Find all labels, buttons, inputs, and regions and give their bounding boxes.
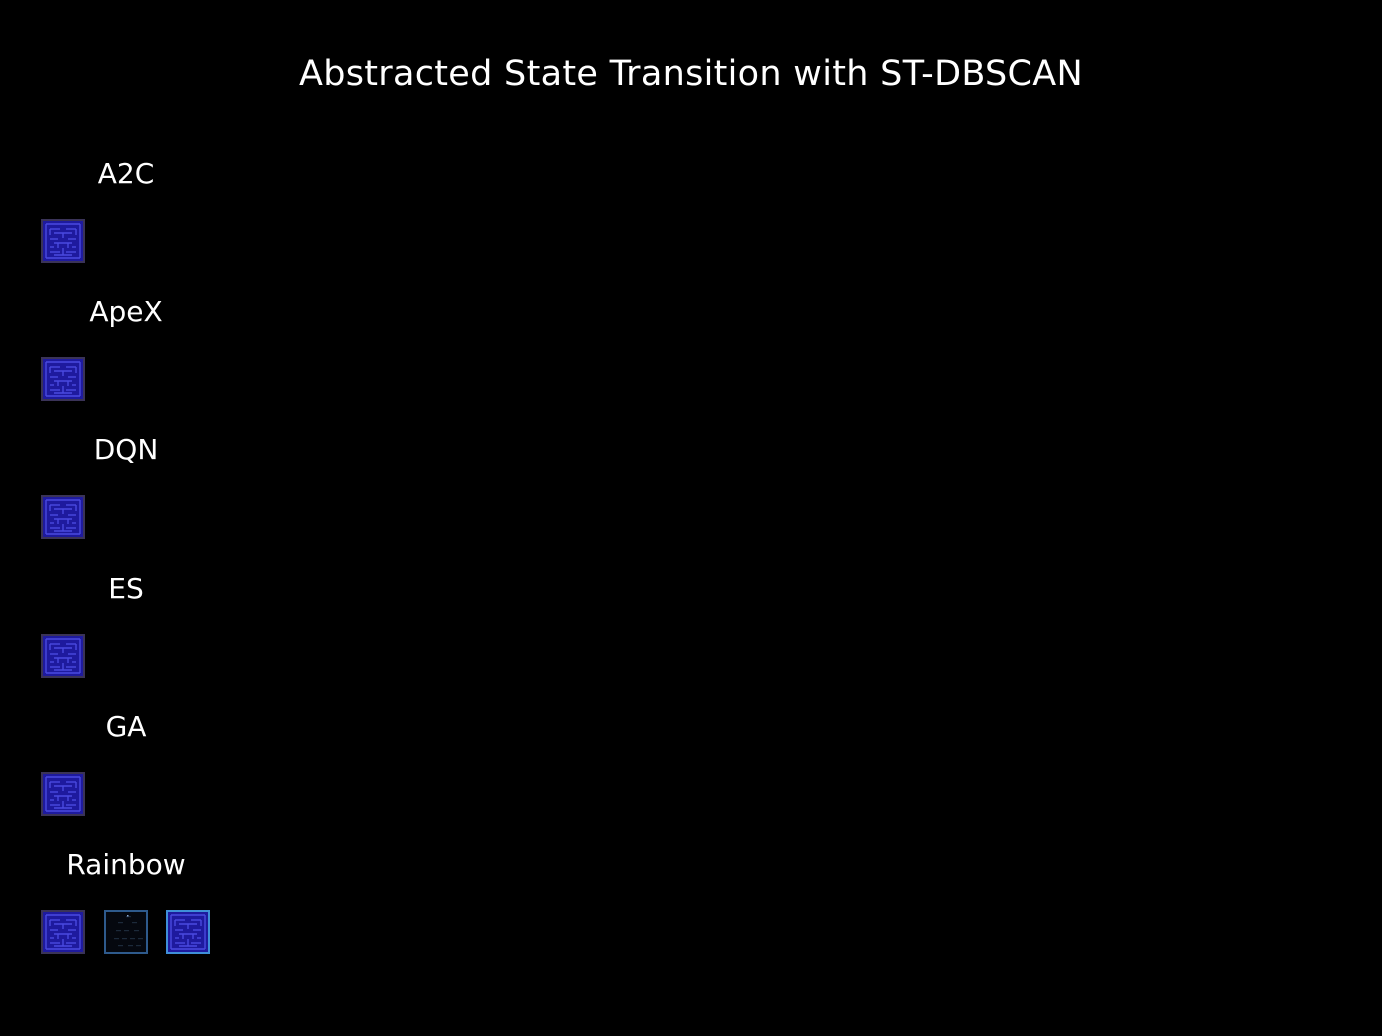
algorithm-label: ES bbox=[108, 571, 144, 605]
algorithm-label: DQN bbox=[93, 433, 159, 467]
state-thumbnail bbox=[41, 771, 85, 816]
figure-title: Abstracted State Transition with ST-DBSC… bbox=[298, 54, 1084, 94]
algorithm-label: A2C bbox=[97, 157, 155, 190]
state-thumbnail bbox=[41, 910, 85, 954]
algorithm-label: GA bbox=[105, 709, 147, 743]
state-thumbnail bbox=[41, 219, 85, 263]
algorithm-label: ApeX bbox=[89, 295, 163, 329]
algorithm-label: Rainbow bbox=[66, 848, 186, 881]
state-thumbnail bbox=[41, 357, 85, 402]
state-thumbnail bbox=[103, 910, 148, 954]
state-thumbnail bbox=[41, 633, 85, 678]
state-thumbnail bbox=[166, 910, 210, 954]
state-thumbnail bbox=[41, 495, 85, 540]
